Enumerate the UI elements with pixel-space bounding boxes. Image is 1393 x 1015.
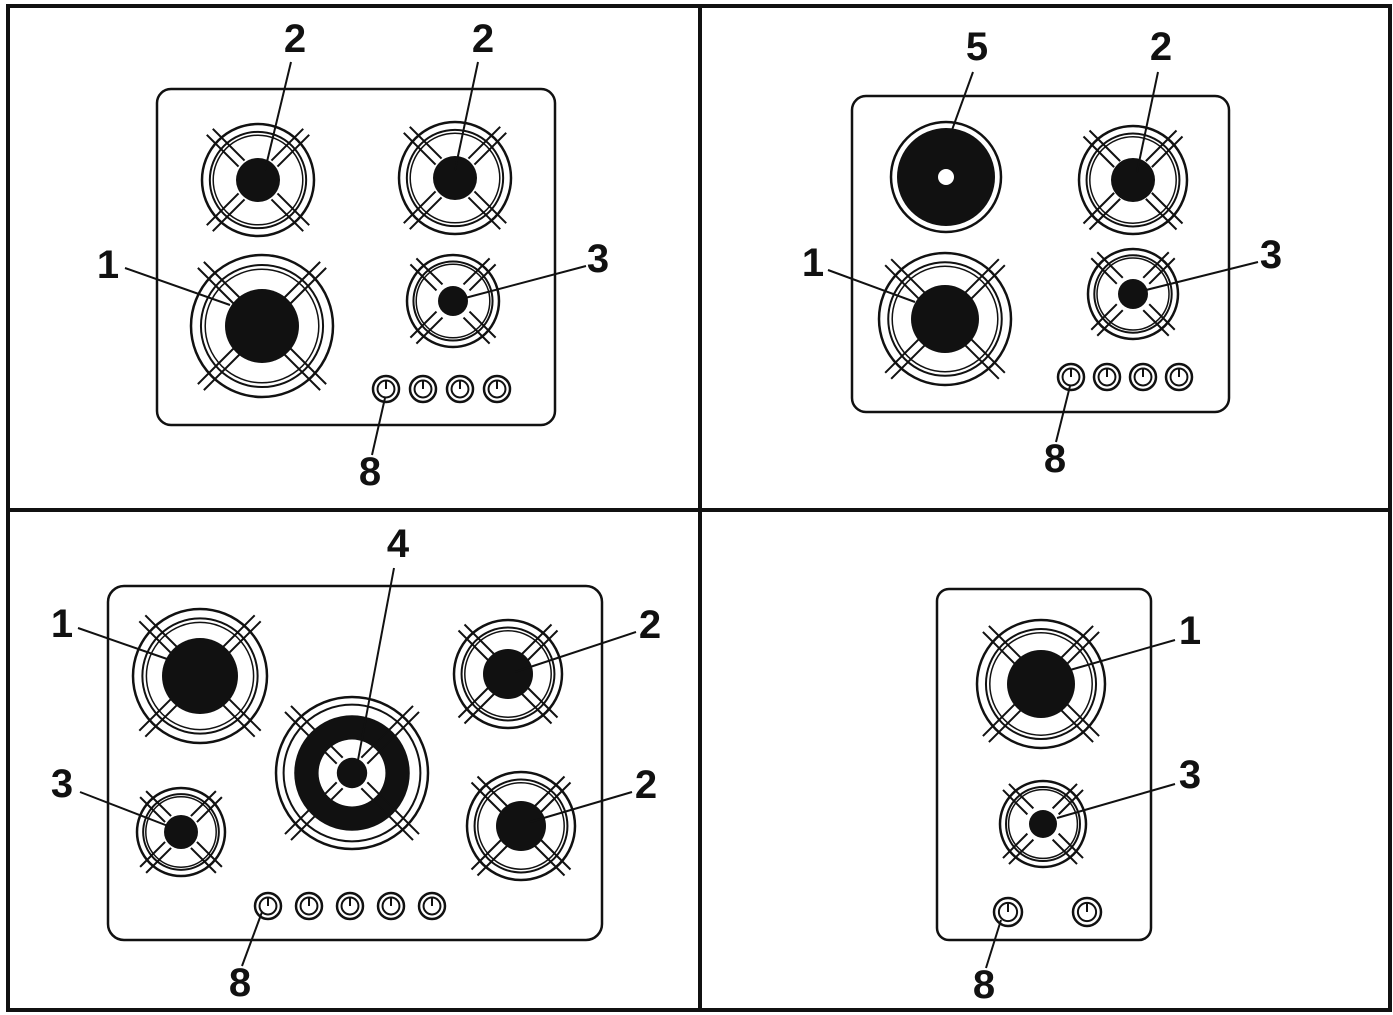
control-knob: [1128, 362, 1158, 392]
callout-leader-line: [464, 265, 587, 299]
hob-outline-panel-1: [155, 87, 557, 427]
callout-label: 2: [635, 763, 657, 807]
control-knob: [445, 374, 475, 404]
gas-burner: [200, 122, 316, 238]
callout-leader-line: [241, 911, 263, 967]
control-knob: [992, 896, 1024, 928]
callout-leader-line: [1069, 639, 1176, 671]
control-knob: [335, 891, 365, 921]
callout-label: 5: [966, 25, 988, 69]
callout-label: 3: [1260, 233, 1282, 277]
callout-label: 8: [973, 963, 995, 1007]
callout-label: 3: [1179, 753, 1201, 797]
hob-outline-panel-4: [935, 587, 1153, 942]
control-knob: [376, 891, 406, 921]
control-knob: [1092, 362, 1122, 392]
callout-label: 2: [284, 17, 306, 61]
callout-leader-line: [529, 791, 633, 823]
callout-leader-line: [454, 61, 479, 171]
callout-leader-line: [951, 71, 974, 131]
callout-label: 8: [359, 450, 381, 494]
callout-label: 4: [387, 522, 410, 566]
callout-leader-line: [514, 631, 637, 673]
callout-leader-line: [1055, 385, 1071, 443]
callout-label: 2: [1150, 25, 1172, 69]
callout-leader-line: [371, 397, 386, 456]
control-knob: [408, 374, 438, 404]
callout-label: 1: [802, 241, 824, 285]
control-knob: [1071, 896, 1103, 928]
callout-label: 1: [51, 602, 73, 646]
control-knob: [417, 891, 447, 921]
control-knob: [1056, 362, 1086, 392]
electric-hotplate: [889, 120, 1003, 234]
control-knob: [294, 891, 324, 921]
control-knob: [371, 374, 401, 404]
callout-label: 1: [97, 243, 119, 287]
gas-burner: [975, 618, 1107, 750]
gas-burner: [405, 253, 501, 349]
callout-leader-line: [827, 269, 916, 303]
gas-burner: [397, 120, 513, 236]
control-knob: [482, 374, 512, 404]
callout-leader-line: [124, 267, 231, 306]
control-knob: [253, 891, 283, 921]
callout-leader-line: [77, 627, 171, 661]
callout-label: 3: [587, 237, 609, 281]
control-knob: [1164, 362, 1194, 392]
gas-burner: [1077, 124, 1189, 236]
gas-burner: [131, 607, 269, 745]
callout-leader-line: [1145, 261, 1259, 291]
callout-label: 8: [1044, 437, 1066, 481]
gas-burner: [452, 618, 564, 730]
callout-label: 3: [51, 762, 73, 806]
callout-label: 1: [1179, 609, 1201, 653]
callout-leader-line: [264, 61, 292, 171]
callout-label: 2: [472, 17, 494, 61]
gas-burner: [189, 253, 335, 399]
callout-label: 8: [229, 961, 251, 1005]
hob-outline-panel-2: [850, 94, 1231, 414]
callout-leader-line: [985, 919, 1002, 969]
callout-leader-line: [1136, 71, 1159, 173]
gas-burner: [1086, 247, 1180, 341]
callout-leader-line: [1056, 783, 1176, 819]
gas-burner: [465, 770, 577, 882]
callout-leader-line: [357, 567, 395, 761]
callout-label: 2: [639, 603, 661, 647]
callout-leader-line: [79, 791, 169, 827]
gas-burner: [135, 786, 227, 878]
outer-frame: [6, 4, 1392, 1012]
gas-burner: [998, 779, 1088, 869]
wok-burner: [274, 695, 430, 851]
hob-outline-panel-3: [106, 584, 604, 942]
gas-burner: [877, 251, 1013, 387]
